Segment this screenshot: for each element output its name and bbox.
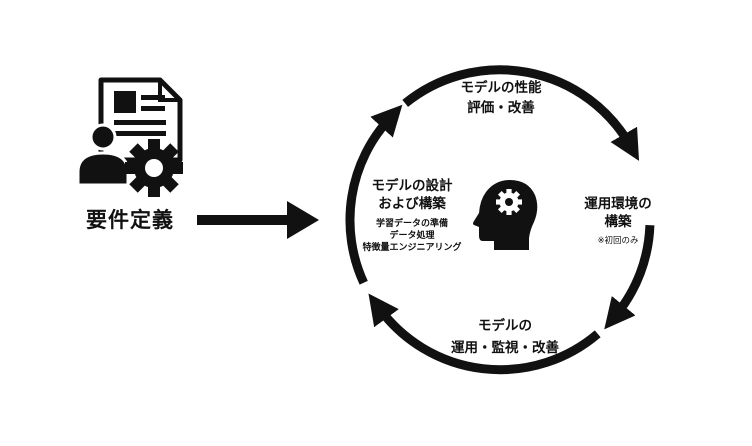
flow-arrow [197, 201, 319, 239]
operate-node-line1: モデルの [478, 318, 532, 334]
operate-node-line2: 運用・監視・改善 [451, 340, 559, 356]
design-node-line1: モデルの設計 [371, 178, 453, 194]
cycle-arrows [345, 65, 655, 375]
cycle-arrow-right [604, 224, 655, 330]
requirements-label: 要件定義 [86, 208, 174, 232]
environment-node-line2: 構築 [604, 214, 632, 230]
design-node-line2: および構築 [378, 196, 446, 212]
cycle-arrow-top [402, 65, 640, 161]
design-detail-1: 学習データの準備 [375, 219, 448, 229]
environment-node-line1: 運用環境の [584, 196, 652, 212]
evaluate-node-line2: 評価・改善 [467, 100, 535, 116]
design-detail-3: 特徴量エンジニアリング [362, 243, 462, 253]
cycle-arrow-bottom [368, 293, 601, 375]
evaluate-node-line1: モデルの性能 [460, 80, 542, 96]
document-user-gear-icon [76, 77, 183, 197]
design-detail-2: データ処理 [389, 231, 435, 241]
head-gear-icon [473, 180, 538, 250]
environment-node-note: ※初回のみ [597, 236, 639, 246]
cycle-arrow-left [345, 104, 403, 285]
